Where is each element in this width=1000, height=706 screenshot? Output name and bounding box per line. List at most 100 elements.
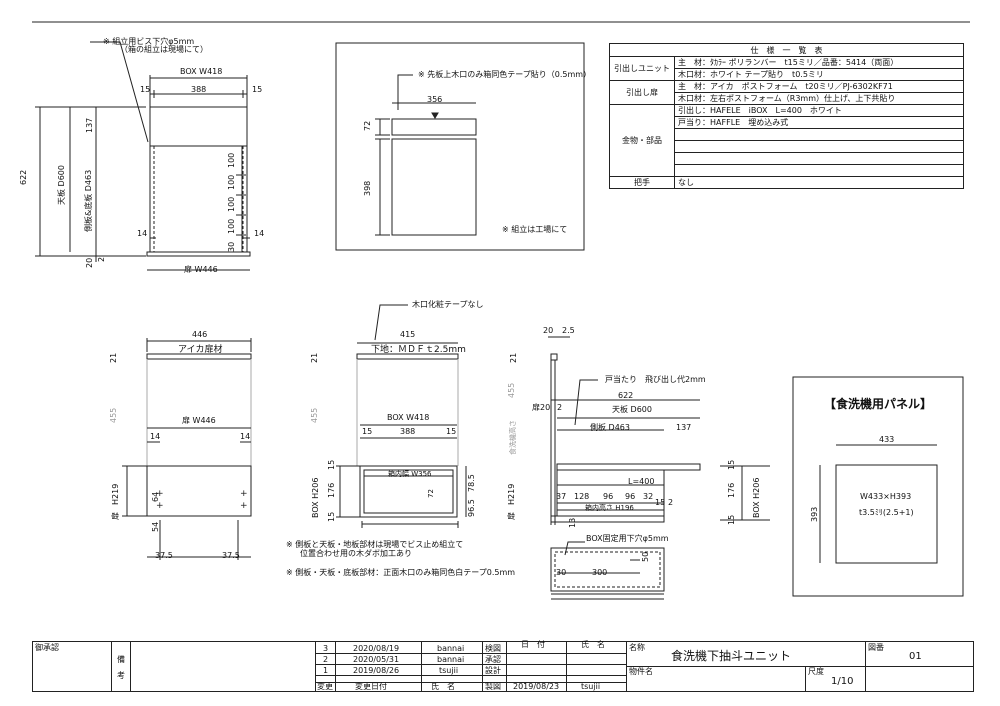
dim-356-b: 356: [427, 95, 443, 104]
side-note-3: ※ 側板・天板・底板部材：正面木口のみ箱同色白テープ0.5mm: [286, 568, 516, 577]
scale-label: 尺度: [808, 667, 824, 676]
dim-37-e: 37: [556, 492, 567, 501]
view-d-box: [336, 304, 467, 528]
dim-h219-c: H219: [111, 483, 120, 505]
spec-row-label: 把手: [609, 176, 675, 189]
dim-sokuban-a: 側板&底板 D463: [84, 169, 93, 232]
panel-w: 433: [879, 435, 895, 444]
dim-375a-c: 37.5: [155, 551, 173, 560]
view-e-section: [548, 336, 770, 525]
hen-label: 変更: [317, 682, 333, 691]
tobira-label-c: 扉: [111, 512, 120, 520]
ko-label: 考: [117, 671, 125, 680]
spec-row-line: 戸当り：HAFFLE 埋め込み式: [674, 116, 964, 129]
dim-door-w-c: 扉 W446: [182, 416, 216, 425]
dim-100d-a: 100: [227, 218, 236, 234]
dim-455-c: 455: [109, 407, 118, 423]
dim-2b-e: 2: [668, 498, 674, 507]
seizu-name: tsujii: [581, 682, 601, 691]
svg-text:+: +: [240, 501, 248, 511]
screw-marks: + + + +: [156, 489, 248, 511]
shimei-label: 氏 名: [431, 682, 455, 691]
dim-15a-d: 15: [362, 427, 373, 436]
sekkei-label: 設計: [485, 666, 501, 675]
svg-text:+: +: [156, 489, 164, 499]
dim-14a-c: 14: [150, 432, 161, 441]
dim-15c-e: 15: [727, 514, 736, 525]
spec-row-line: 主 材：ﾀｶﾗｰ ポリランバー t15ミリ／品番：5414（両面）: [674, 56, 964, 69]
stopper-note: 戸当たり 飛び出し代2mm: [605, 375, 706, 384]
dim-32-e: 32: [643, 492, 654, 501]
title-block: 御承認 備 考 3 2 1 変更 2020/08/19 2020/05/31 2…: [32, 641, 974, 692]
dim-boxh-d: BOX H206: [311, 477, 320, 518]
dim-15b-a: 15: [252, 85, 263, 94]
panel-size: W433×H393: [860, 492, 912, 501]
shonin-label: 承認: [485, 655, 501, 664]
spec-row-line: 引出し：HAFELE iBOX L=400 ホワイト: [674, 104, 964, 117]
dim-100c-a: 100: [227, 196, 236, 212]
dim-h219-e: H219: [507, 483, 516, 505]
dim-375b-c: 37.5: [222, 551, 240, 560]
screw-note-1: ※ 組立用ビス下穴φ5mm: [103, 37, 195, 46]
view-b-front-panel: [335, 42, 585, 251]
rev-name-3: bannai: [437, 644, 465, 653]
spec-row-line: 木口材：左右ポストフォーム（R3mm）仕上げ、上下共貼り: [674, 92, 964, 105]
spec-row-line: [674, 152, 964, 165]
dim-72-d: 72: [427, 489, 435, 498]
front-tape-note: ※ 先板上木口のみ箱同色テープ貼り（0.5mm）: [418, 70, 592, 79]
spec-row-line: [674, 140, 964, 153]
spec-row-label: 引出しユニット: [609, 56, 675, 81]
dim-50-e: 50: [641, 551, 650, 562]
dim-96a-e: 96: [603, 492, 614, 501]
dim-785-d: 78.5: [467, 474, 476, 492]
screw-note-2: （箱の組立は現場にて）: [120, 45, 208, 54]
dim-455-e: 455: [507, 382, 516, 398]
zuban-label: 図番: [868, 643, 884, 652]
dim-30-a: 30: [227, 241, 236, 252]
hen-date-label: 変更日付: [355, 682, 387, 691]
dim-20-a: 20: [85, 257, 94, 268]
spec-row-line: 主 材：アイカ ポストフォーム t20ミリ／PJ-6302KF71: [674, 80, 964, 93]
dim-137-a: 137: [85, 117, 94, 133]
svg-text:+: +: [240, 489, 248, 499]
name-label: 名称: [629, 643, 645, 652]
dim-388-d: 388: [400, 427, 416, 436]
spec-table: 仕 様 一 覧 表 引出しユニット 主 材：ﾀｶﾗｰ ポリランバー t15ミリ／…: [609, 43, 964, 189]
inner-width-d: 箱内幅 W356: [388, 470, 432, 478]
spec-row-line: 木口材：ホワイト テープ貼り t0.5ミリ: [674, 68, 964, 81]
side-note-1: ※ 側板と天板・地板部材は現場でビス止め組立て: [286, 540, 464, 549]
tenban-e: 天板 D600: [612, 405, 652, 414]
dim-388-a: 388: [191, 85, 207, 94]
dim-15c-d: 15: [327, 459, 336, 470]
dish-height-label: 食洗機高さ: [509, 420, 517, 455]
dim-21-e: 21: [509, 352, 518, 363]
panel-h: 393: [810, 506, 819, 522]
tobira-e: 扉: [507, 512, 516, 520]
seizu-label: 製図: [485, 682, 501, 691]
spec-row-line: [674, 164, 964, 177]
dim-15b-e: 15: [727, 459, 736, 470]
spec-row-label: 金物・部品: [609, 104, 675, 177]
dim-15a-a: 15: [140, 85, 151, 94]
bi-label: 備: [117, 655, 125, 664]
dim-14b-c: 14: [240, 432, 251, 441]
dim-15a-e: 15: [655, 498, 666, 507]
dim-boxh-e: BOX H206: [752, 477, 761, 518]
rev-1: 1: [323, 666, 329, 675]
dim-30-e: 30: [556, 568, 567, 577]
dim-300-e: 300: [592, 568, 608, 577]
panel-view: [792, 376, 964, 597]
bukken-label: 物件名: [629, 667, 653, 676]
spec-row-line: [674, 128, 964, 141]
view-c-door: [122, 338, 252, 560]
maita-e: 扉20: [532, 403, 551, 412]
view-f-box-top: [550, 541, 665, 600]
dim-box-w-d: BOX W418: [387, 413, 430, 422]
rev-date-2: 2020/05/31: [353, 655, 400, 664]
dim-64-c: 64: [151, 491, 160, 502]
dim-446-c: 446: [192, 330, 208, 339]
seizu-date: 2019/08/23: [513, 682, 560, 691]
rev-date-1: 2019/08/26: [353, 666, 400, 675]
dim-965-d: 96.5: [467, 499, 476, 517]
